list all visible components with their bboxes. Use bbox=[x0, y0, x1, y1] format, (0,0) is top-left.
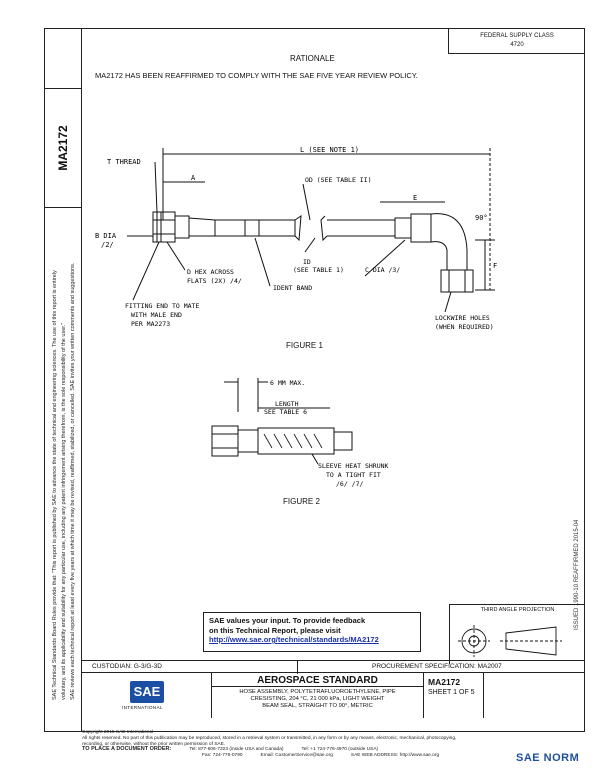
label-b-dia: B DIA bbox=[95, 232, 117, 240]
feedback-line1: SAE values your input. To provide feedba… bbox=[209, 616, 366, 625]
elbow bbox=[430, 213, 468, 271]
projection-title: THIRD ANGLE PROJECTION bbox=[480, 607, 555, 613]
label-f: F bbox=[493, 262, 497, 270]
logo-cell: SAE INTERNATIONAL bbox=[82, 673, 212, 718]
hose-body-left bbox=[188, 217, 296, 237]
label-length: LENGTH bbox=[275, 400, 299, 408]
third-angle-projection-icon bbox=[458, 625, 562, 657]
label-id: ID bbox=[303, 258, 311, 266]
fig2-sleeve bbox=[257, 427, 335, 455]
page-frame bbox=[44, 28, 585, 732]
label-od: OD (SEE TABLE II) bbox=[305, 176, 372, 184]
margin-text-line1: SAE Technical Standards Board Rules prov… bbox=[52, 270, 58, 700]
label-angle: 90° bbox=[475, 214, 488, 222]
footer-rights: All rights reserved. No part of this pub… bbox=[82, 735, 457, 741]
standard-desc-2: CRESISTING, 204 °C, 21 000 kPa, LIGHT WE… bbox=[250, 696, 385, 702]
sheet-cell: MA2172 SHEET 1 OF 5 bbox=[424, 673, 484, 718]
footer-tel: Tel: 877-606-7323 (inside USA and Canada… bbox=[189, 747, 284, 753]
rationale-text: MA2172 HAS BEEN REAFFIRMED TO COMPLY WIT… bbox=[95, 71, 418, 80]
label-fitting-3: PER MA2273 bbox=[131, 320, 170, 328]
custodian-label: CUSTODIAN: G-3/G-3D bbox=[92, 663, 162, 670]
margin-text-line3: SAE reviews each technical report at lea… bbox=[70, 262, 76, 700]
feedback-line2: on this Technical Report, please visit bbox=[209, 625, 341, 635]
label-sleeve-1: SLEEVE HEAT SHRUNK bbox=[318, 462, 389, 470]
sheet-number: SHEET 1 OF 5 bbox=[428, 689, 475, 696]
label-sleeve-2: TO A TIGHT FIT bbox=[326, 471, 381, 479]
label-d-hex-2: FLATS (2X) /4/ bbox=[187, 277, 242, 285]
fedsup-label: FEDERAL SUPPLY CLASS bbox=[480, 33, 554, 39]
label-ident-band: IDENT BAND bbox=[273, 284, 312, 292]
footer-web[interactable]: SAE WEB ADDRESS: http://www.sae.org bbox=[350, 753, 440, 759]
figure2-drawing: 6 MM MAX. LENGTH SEE TABLE 6 SLEEVE HEAT… bbox=[211, 378, 389, 488]
figure2-caption: FIGURE 2 bbox=[283, 497, 320, 506]
standard-desc-3: BEAM SEAL, STRAIGHT TO 90°, METRIC bbox=[262, 703, 373, 709]
federal-supply-class-box: FEDERAL SUPPLY CLASS 4720 bbox=[448, 28, 585, 54]
standard-title: AEROSPACE STANDARD bbox=[212, 673, 423, 687]
label-length-table: SEE TABLE 6 bbox=[264, 408, 307, 416]
sae-logo-sub: INTERNATIONAL bbox=[122, 705, 163, 710]
footer-rights-2: recording, or otherwise, without the pri… bbox=[82, 741, 226, 747]
feedback-link[interactable]: http://www.sae.org/technical/standards/M… bbox=[209, 635, 379, 644]
left-hex-nut bbox=[152, 211, 176, 243]
footer-order: TO PLACE A DOCUMENT ORDER: bbox=[82, 746, 172, 753]
right-socket bbox=[410, 213, 432, 243]
projection-box: THIRD ANGLE PROJECTION bbox=[449, 604, 585, 664]
fig2-hex-nut bbox=[211, 425, 239, 457]
ident-band bbox=[244, 219, 260, 237]
margin-text-line2: voluntary, and its applicability and sui… bbox=[61, 322, 67, 700]
footer-copyright: Copyright 2015 SAE International bbox=[82, 730, 154, 735]
fedsup-value: 4720 bbox=[510, 42, 524, 48]
label-b-dia-note: /2/ bbox=[101, 241, 114, 249]
figure1-drawing: T THREAD A L (SEE NOTE 1) OD (SEE TABLE … bbox=[95, 146, 497, 331]
doc-number: MA2172 bbox=[428, 677, 461, 687]
left-doc-code: MA2172 bbox=[56, 125, 70, 171]
figure1-caption: FIGURE 1 bbox=[286, 341, 323, 350]
standard-title-cell: AEROSPACE STANDARD HOSE ASSEMBLY, POLYTE… bbox=[212, 673, 424, 718]
hose-body-right bbox=[327, 219, 396, 237]
standard-desc-1: HOSE ASSEMBLY, POLYTETRAFLUOROETHYLENE, … bbox=[239, 689, 396, 695]
custodian-row: CUSTODIAN: G-3/G-3D PROCUREMENT SPECIFIC… bbox=[82, 660, 585, 674]
footer-fax: Fax: 724-776-0790 bbox=[202, 753, 243, 759]
label-fitting-2: WITH MALE END bbox=[131, 311, 182, 319]
footer: Copyright 2015 SAE International All rig… bbox=[82, 730, 592, 759]
label-a: A bbox=[191, 174, 196, 182]
watermark-brand: SAE NORM bbox=[516, 752, 580, 764]
title-block: SAE INTERNATIONAL AEROSPACE STANDARD HOS… bbox=[82, 673, 585, 718]
label-max: 6 MM MAX. bbox=[270, 379, 305, 387]
procurement-spec: PROCUREMENT SPECIFICATION: MA2007 bbox=[372, 663, 502, 670]
fig2-socket bbox=[237, 429, 259, 453]
sae-logo: SAE bbox=[130, 681, 164, 703]
label-sleeve-3: /6/ /7/ bbox=[336, 480, 363, 488]
label-c-dia: C DIA /3/ bbox=[365, 266, 400, 274]
footer-email: Email: CustomerService@sae.org bbox=[260, 753, 333, 759]
label-lockwire-2: (WHEN REQUIRED) bbox=[435, 323, 494, 331]
label-d-hex-1: D HEX ACROSS bbox=[187, 268, 234, 276]
label-fitting-1: FITTING END TO MATE bbox=[125, 302, 199, 310]
label-e: E bbox=[413, 194, 417, 202]
label-l: L (SEE NOTE 1) bbox=[300, 146, 359, 154]
left-doc-code-box: MA2172 bbox=[44, 88, 82, 208]
elbow-hex-nut bbox=[440, 269, 474, 293]
footer-tel2: Tel: +1 724-776-4970 (outside USA) bbox=[301, 747, 379, 753]
label-lockwire-1: LOCKWIRE HOLES bbox=[435, 314, 490, 322]
label-t-thread: T THREAD bbox=[107, 158, 141, 166]
rationale-title: RATIONALE bbox=[290, 54, 335, 63]
feedback-box: SAE values your input. To provide feedba… bbox=[203, 612, 421, 652]
label-id-table: (SEE TABLE 1) bbox=[293, 266, 344, 274]
left-margin-column bbox=[44, 28, 82, 732]
